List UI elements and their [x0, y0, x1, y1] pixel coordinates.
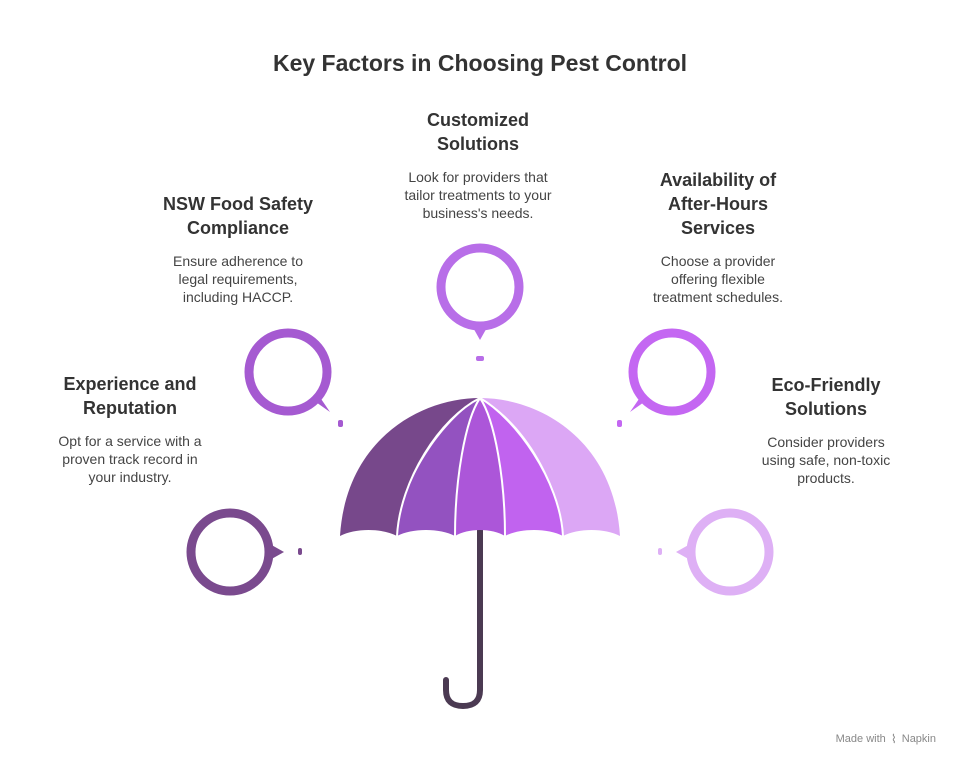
factor-after-hours-title: Availability of After-Hours Services	[659, 170, 777, 238]
factor-nsw-compliance: NSW Food Safety Compliance Ensure adhere…	[138, 192, 338, 306]
napkin-logo-icon: ⌇	[890, 732, 897, 746]
after-hours-ring-dot	[617, 420, 622, 427]
canopy-seam-4	[479, 397, 564, 537]
eco-ring-icon	[658, 508, 774, 596]
factor-experience: Experience and Reputation Opt for a serv…	[40, 372, 220, 486]
after-hours-ring	[628, 328, 716, 416]
umbrella-canopy-icon	[340, 397, 620, 537]
canopy-panel-4	[480, 398, 563, 536]
factor-customized-description: Look for providers that tailor treatment…	[404, 169, 552, 221]
experience-ring-pointer	[268, 543, 284, 561]
footer-watermark: Made with ⌇ Napkin	[836, 732, 936, 746]
after-hours-ring-pointer	[630, 393, 647, 412]
footer-brand: Napkin	[901, 733, 936, 745]
canopy-panel-1	[340, 398, 480, 536]
eco-ring-dot	[658, 548, 662, 555]
factor-after-hours: Availability of After-Hours Services Cho…	[618, 168, 818, 306]
factor-experience-description: Opt for a service with a proven track re…	[58, 433, 202, 485]
factor-eco-friendly: Eco-Friendly Solutions Consider provider…	[726, 373, 926, 487]
eco-ring-pointer	[676, 543, 692, 561]
footer-made-with: Made with	[835, 733, 886, 745]
customized-ring-pointer	[471, 324, 489, 340]
canopy-panel-3	[455, 398, 505, 536]
diagram-title: Key Factors in Choosing Pest Control	[272, 50, 688, 76]
compliance-ring-dot	[338, 420, 343, 427]
factor-customized-title: Customized Solutions	[426, 110, 529, 154]
canopy-seam-2	[454, 397, 481, 537]
factor-nsw-compliance-title: NSW Food Safety Compliance	[162, 194, 313, 238]
compliance-ring-icon	[244, 328, 343, 427]
factor-experience-title: Experience and Reputation	[63, 374, 197, 418]
customized-ring-dot	[476, 356, 484, 361]
canopy-panel-2	[397, 398, 480, 536]
factor-nsw-compliance-description: Ensure adherence to legal requirements, …	[173, 253, 303, 305]
canopy-seam-3	[479, 397, 506, 537]
customized-ring-icon	[436, 243, 524, 361]
after-hours-ring-icon	[617, 328, 716, 427]
factor-after-hours-description: Choose a provider offering flexible trea…	[653, 253, 783, 305]
factor-eco-friendly-description: Consider providers using safe, non-toxic…	[761, 434, 891, 486]
experience-ring-dot	[298, 548, 302, 555]
canopy-panel-5	[480, 398, 620, 536]
experience-ring	[186, 508, 274, 596]
eco-ring	[686, 508, 774, 596]
compliance-ring	[244, 328, 332, 416]
factor-eco-friendly-title: Eco-Friendly Solutions	[771, 375, 881, 419]
experience-ring-icon	[186, 508, 302, 596]
compliance-ring-pointer	[313, 393, 330, 412]
customized-ring	[436, 243, 524, 331]
umbrella-handle	[443, 525, 483, 710]
canopy-seam-1	[396, 397, 481, 537]
factor-customized: Customized Solutions Look for providers …	[378, 108, 578, 222]
